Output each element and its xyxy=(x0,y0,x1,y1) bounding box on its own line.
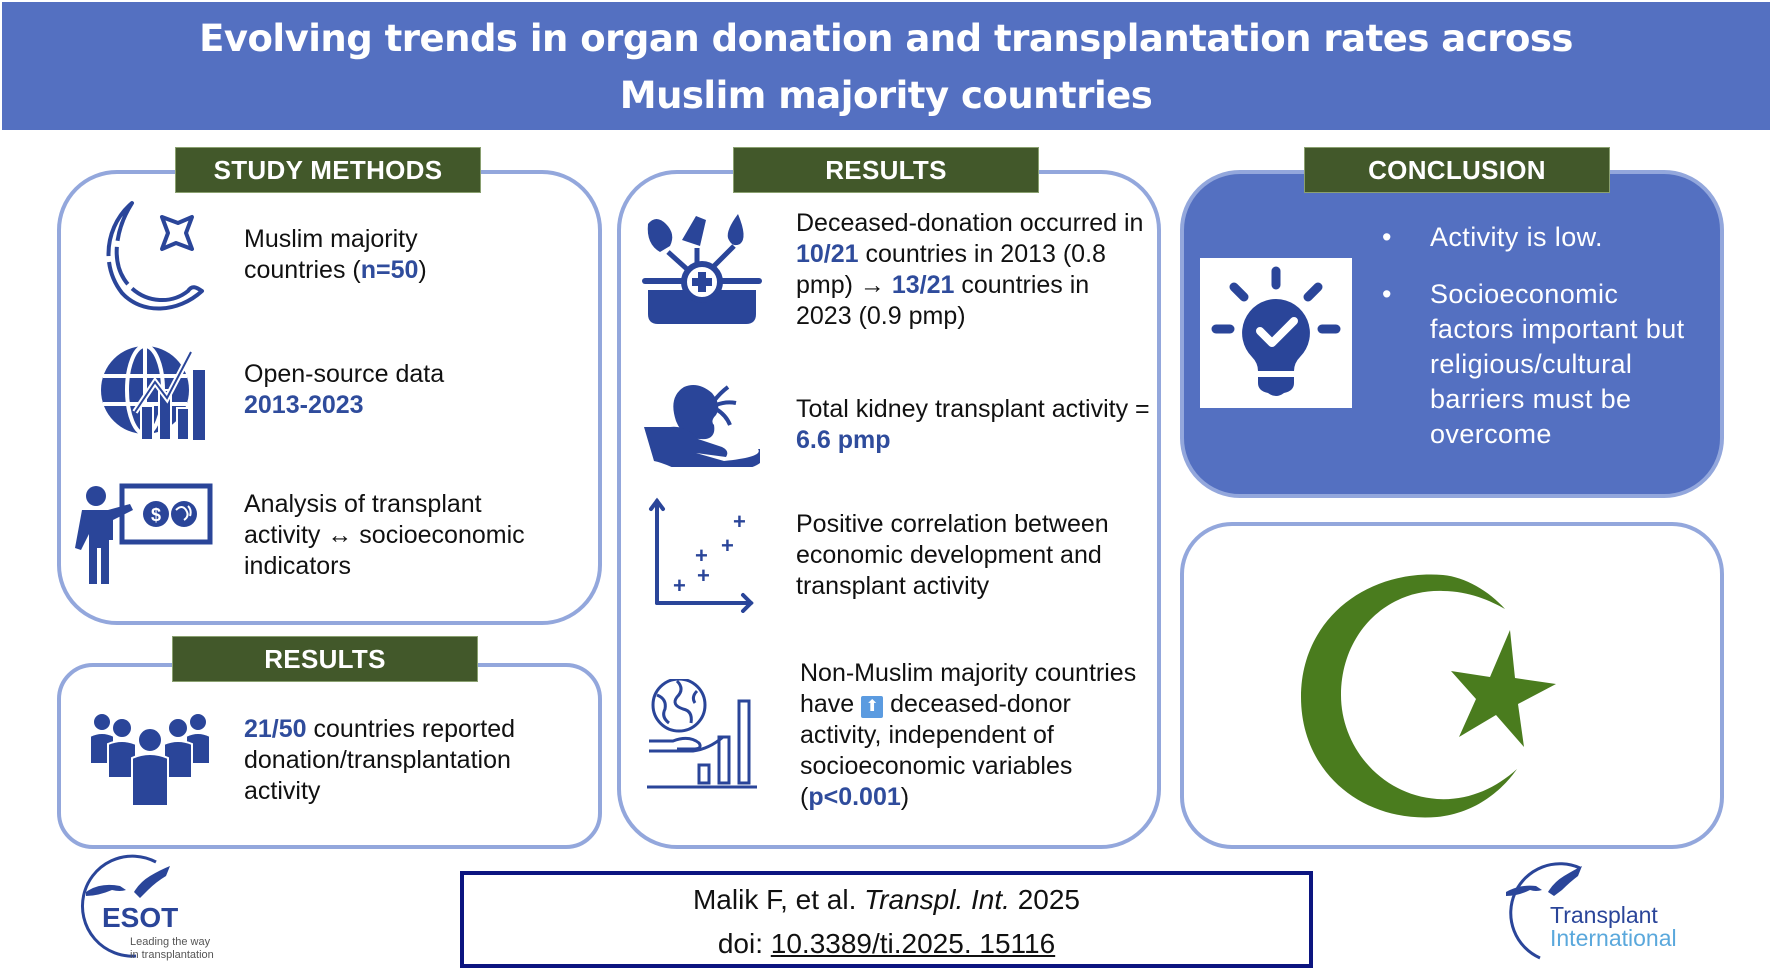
result-text-countries-reported: 21/50 countries reported donation/transp… xyxy=(244,714,516,805)
svg-text:+: + xyxy=(673,573,686,598)
study-methods-label: STUDY METHODS xyxy=(175,147,481,193)
crescent-star-outline-icon xyxy=(92,195,212,315)
result-item-deceased-donation: Deceased-donation occurred in 10/21 coun… xyxy=(640,205,1150,335)
result-text-kidney-activity: Total kidney transplant activity = 6.6 p… xyxy=(796,395,1150,454)
result-text-correlation: Positive correlation between economic de… xyxy=(796,509,1109,600)
crescent-star-icon xyxy=(1301,574,1556,818)
svg-text:+: + xyxy=(733,509,746,534)
citation-doi: doi: 10.3389/ti.2025. 15116 xyxy=(717,928,1056,959)
scatter-plot-icon: ++ +++ xyxy=(640,495,764,615)
method-text-analysis: Analysis of transplant activity ↔ socioe… xyxy=(244,489,525,580)
ti-name-line1: Transplant xyxy=(1550,902,1658,928)
esot-logo: ESOT Leading the way in transplantation xyxy=(76,852,236,970)
result-text-deceased-donation: Deceased-donation occurred in 10/21 coun… xyxy=(796,209,1144,330)
ti-name-line2: International xyxy=(1550,925,1677,951)
up-arrow-icon: ⬆ xyxy=(861,695,884,718)
conclusion-label: CONCLUSION xyxy=(1304,147,1610,193)
people-group-icon xyxy=(88,710,212,810)
result-item-non-muslim: Non-Muslim majority countries have ⬆ dec… xyxy=(640,640,1150,830)
result-text-non-muslim: Non-Muslim majority countries have ⬆ dec… xyxy=(800,658,1137,811)
presenter-board-icon: $ xyxy=(72,480,216,590)
esot-name: ESOT xyxy=(102,902,179,933)
organ-donation-kit-icon xyxy=(640,205,764,335)
citation-box: Malik F, et al. Transpl. Int. 2025 doi: … xyxy=(460,871,1313,968)
lightbulb-check-icon xyxy=(1200,258,1352,408)
svg-text:+: + xyxy=(695,543,708,568)
results-label: RESULTS xyxy=(733,147,1039,193)
globe-chart-icon xyxy=(92,335,212,445)
conclusion-bullet: •Activity is low. xyxy=(1382,222,1603,252)
conclusion-bullet: •Socioeconomic factors important but rel… xyxy=(1382,279,1685,449)
result-item-kidney-activity: Total kidney transplant activity = 6.6 p… xyxy=(640,375,1150,475)
method-item-data: Open-source data 2013-2023 xyxy=(92,335,572,445)
method-text-data: Open-source data 2013-2023 xyxy=(244,360,445,419)
emblem-panel xyxy=(1180,522,1724,849)
svg-text:$: $ xyxy=(151,505,161,525)
citation-reference: Malik F, et al. Transpl. Int. 2025 xyxy=(692,884,1080,915)
result-item-countries-reported: 21/50 countries reported donation/transp… xyxy=(88,700,588,820)
method-item-analysis: $ Analysis of transplant activity ↔ soci… xyxy=(72,480,572,590)
left-results-label: RESULTS xyxy=(172,636,478,682)
kidney-hand-icon xyxy=(640,380,764,470)
title-line-1: Evolving trends in organ donation and tr… xyxy=(199,17,1573,60)
esot-tagline: Leading the way in transplantation xyxy=(130,936,214,961)
title-line-2: Muslim majority countries xyxy=(619,74,1153,117)
result-item-correlation: ++ +++ Positive correlation between econ… xyxy=(640,495,1150,615)
doi-link[interactable]: 10.3389/ti.2025. 15116 xyxy=(770,928,1056,959)
infographic-title: Evolving trends in organ donation and tr… xyxy=(2,2,1770,130)
svg-text:+: + xyxy=(697,563,710,588)
conclusion-panel: •Activity is low. •Socioeconomic factors… xyxy=(1180,170,1724,498)
conclusion-list: •Activity is low. •Socioeconomic factors… xyxy=(1382,220,1702,474)
globe-hand-bars-icon xyxy=(640,670,764,800)
svg-text:+: + xyxy=(721,533,734,558)
transplant-international-logo: Transplant International xyxy=(1500,858,1720,968)
